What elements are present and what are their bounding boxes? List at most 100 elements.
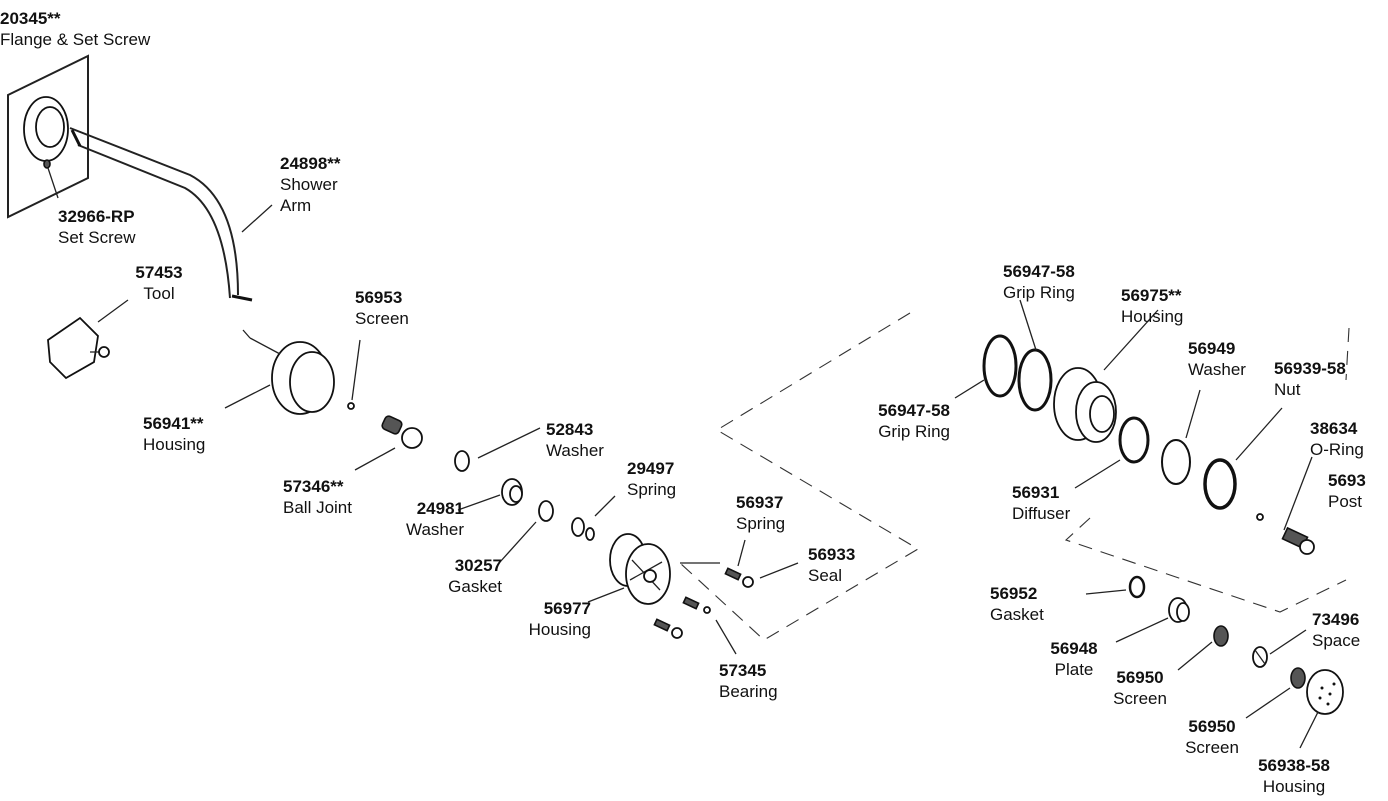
post-part	[1281, 526, 1315, 555]
part-number: 52843	[546, 420, 594, 439]
part-name: Housing	[528, 620, 591, 639]
part-name: Post	[1328, 492, 1363, 511]
label-oring: 38634 O-Ring	[1310, 418, 1372, 460]
label-spacer: 73496 Space	[1312, 609, 1374, 651]
leader-lines	[47, 167, 1319, 749]
dashed-outline-middle	[679, 312, 920, 641]
washer-24981-part	[501, 478, 523, 506]
label-housing-56975: 56975** Housing	[1121, 285, 1183, 327]
label-spring-56937: 56937 Spring	[736, 492, 785, 534]
label-housing-56941: 56941** Housing	[143, 413, 205, 455]
part-name: Ball Joint	[283, 498, 352, 517]
grip-ring-right-part	[1017, 348, 1053, 412]
label-ball-joint: 57346** Ball Joint	[283, 476, 352, 518]
part-number: 56948	[1050, 639, 1098, 658]
part-name: Housing	[1121, 307, 1184, 326]
part-name: Space	[1312, 631, 1361, 650]
tool-part	[47, 316, 110, 380]
grip-ring-left-part	[982, 334, 1018, 398]
part-name: Housing	[143, 435, 206, 454]
label-post: 5693 Post	[1328, 470, 1376, 512]
label-grip-ring-top: 56947-58 Grip Ring	[1003, 261, 1075, 303]
washer-56949-part	[1161, 439, 1191, 485]
part-name: Washer	[546, 441, 604, 460]
washer-52843-part	[454, 450, 470, 472]
part-name: Nut	[1274, 380, 1301, 399]
part-name: O-Ring	[1310, 440, 1364, 459]
screen-56950-lower-part	[1290, 667, 1306, 689]
part-name: Seal	[808, 566, 843, 585]
label-shower-arm: 24898** Shower Arm	[280, 153, 341, 216]
part-name: Plate	[1054, 660, 1094, 679]
part-name: Screen	[1113, 689, 1167, 708]
part-name: Screen	[355, 309, 409, 328]
part-number: 5693	[1328, 471, 1366, 490]
part-number: 56938-58	[1258, 756, 1330, 775]
screen-56950-part	[1213, 625, 1229, 647]
label-washer-56949: 56949 Washer	[1188, 338, 1246, 380]
part-number: 56975**	[1121, 286, 1182, 305]
part-name: Shower Arm	[280, 175, 338, 215]
gasket-56952-part	[1128, 575, 1146, 599]
part-number: 29497	[627, 459, 675, 478]
label-gasket-56952: 56952 Gasket	[990, 583, 1044, 625]
housing-56975-part	[1053, 367, 1117, 443]
label-flange-set-screw: 20345** Flange & Set Screw	[0, 8, 150, 50]
part-number: 30257	[454, 556, 502, 575]
label-grip-ring-left: 56947-58 Grip Ring	[850, 400, 950, 442]
label-washer-24981: 24981 Washer	[382, 498, 464, 540]
diffuser-part	[1118, 416, 1150, 464]
oring-part	[1256, 513, 1264, 521]
part-number: 56950	[1116, 668, 1164, 687]
nut-part	[1203, 458, 1237, 510]
part-name: Housing	[1262, 777, 1326, 796]
label-housing-56977: 56977 Housing	[505, 598, 591, 640]
part-name: Tool	[143, 284, 175, 303]
part-number: 56947-58	[1003, 262, 1075, 281]
label-set-screw: 32966-RP Set Screw	[58, 206, 135, 248]
part-number: 38634	[1310, 419, 1358, 438]
part-name: Washer	[1188, 360, 1246, 379]
housing-56938-part	[1306, 669, 1344, 715]
plate-part	[1168, 597, 1190, 623]
part-number: 24898**	[280, 154, 341, 173]
housing-56941-part	[271, 341, 335, 415]
part-number: 56937	[736, 493, 784, 512]
dashed-outline-right	[1064, 327, 1350, 613]
label-screen-56950: 56950 Screen	[1102, 667, 1178, 709]
part-number: 57346**	[283, 477, 344, 496]
label-seal: 56933 Seal	[808, 544, 855, 586]
spring-29497-part	[571, 517, 595, 541]
label-screen-56950-lower: 56950 Screen	[1174, 716, 1250, 758]
part-name: Flange & Set Screw	[0, 30, 151, 49]
part-number: 57345	[719, 661, 767, 680]
label-diffuser: 56931 Diffuser	[1012, 482, 1070, 524]
spacer-part	[1252, 646, 1268, 668]
label-tool: 57453 Tool	[128, 262, 190, 304]
part-name: Grip Ring	[878, 422, 950, 441]
part-number: 56952	[990, 584, 1038, 603]
part-name: Washer	[406, 520, 464, 539]
part-name: Grip Ring	[1003, 283, 1075, 302]
label-gasket-30257: 30257 Gasket	[420, 555, 502, 597]
part-number: 56953	[355, 288, 403, 307]
ball-joint-part	[381, 415, 423, 449]
part-name: Gasket	[990, 605, 1044, 624]
label-spring-29497: 29497 Spring	[627, 458, 676, 500]
spring-56937-part	[724, 567, 754, 588]
part-number: 56939-58	[1274, 359, 1346, 378]
wall-plate	[7, 54, 89, 219]
label-washer-52843: 52843 Washer	[546, 419, 604, 461]
housing-56977-part	[609, 533, 671, 605]
label-bearing: 57345 Bearing	[719, 660, 778, 702]
label-plate: 56948 Plate	[1036, 638, 1112, 680]
gasket-30257-part	[538, 500, 554, 522]
part-name: Set Screw	[58, 228, 136, 247]
part-number: 24981	[416, 499, 464, 518]
part-number: 73496	[1312, 610, 1360, 629]
part-name: Diffuser	[1012, 504, 1071, 523]
part-number: 32966-RP	[58, 207, 135, 226]
spring-lower-part	[653, 596, 711, 639]
part-number: 56931	[1012, 483, 1060, 502]
